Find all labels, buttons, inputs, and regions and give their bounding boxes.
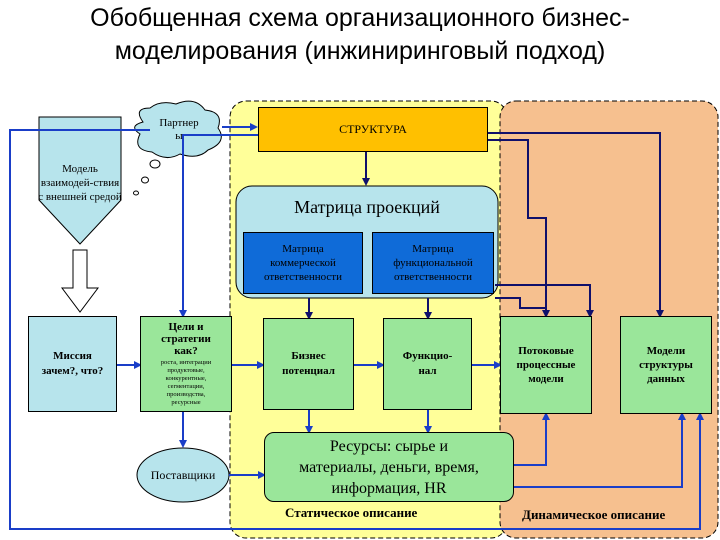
business-line1: Бизнес: [291, 350, 326, 362]
data-models-line3: данных: [647, 373, 685, 385]
model-line1: Модель: [62, 163, 98, 175]
model-interaction-shape: [38, 116, 122, 245]
structure-box[interactable]: СТРУКТУРА: [258, 107, 488, 152]
goals-detail2: продуктовые,: [167, 367, 205, 374]
mission-line1: Миссия: [53, 350, 92, 362]
model-line3: с внешней средой: [38, 191, 122, 203]
arrow-structure-left: [179, 134, 258, 318]
functional-box[interactable]: Функцио- нал: [383, 318, 472, 410]
cloud-bubble: [141, 176, 149, 184]
partners-cloud: [134, 100, 222, 158]
model-interaction-label: Модель взаимодей-ствия с внешней средой: [0, 160, 160, 206]
suppliers-text: Поставщики: [150, 467, 216, 482]
arrow-commercial-process: [495, 284, 594, 318]
projection-matrix-label: Матрица проекций: [236, 192, 498, 222]
hollow-down-arrow: [61, 249, 99, 313]
arrow-functional-process: [495, 297, 546, 309]
matrix-commercial-box[interactable]: Матрица коммерческой ответственности: [243, 232, 363, 294]
arrow-resources-data: [510, 412, 686, 488]
model-line2: взаимодей-ствия: [40, 177, 120, 189]
partners-label: Партнер ы: [148, 110, 210, 150]
goals-line1: Цели и: [168, 321, 204, 333]
loop-arrow-left: [9, 129, 704, 530]
goals-detail4: сегментации,: [167, 383, 205, 390]
mission-line2: зачем?, что?: [41, 365, 104, 377]
matrix-functional-box[interactable]: Матрица функциональной ответственности: [372, 232, 494, 294]
goals-detail3: конкурентные,: [165, 375, 207, 382]
arrow-structure-data: [488, 132, 664, 318]
matrix-commercial-line2: коммерческой: [270, 257, 336, 269]
goals-box[interactable]: Цели и стратегии как? роста, интеграции …: [140, 316, 232, 412]
resources-line3: информация, HR: [331, 479, 447, 497]
matrix-commercial-line3: ответственности: [264, 271, 342, 283]
static-description-label: Статическое описание: [285, 505, 418, 520]
arrow-resources-process: [514, 412, 550, 466]
projection-matrix-text: Матрица проекций: [294, 196, 440, 217]
resources-box[interactable]: Ресурсы: сырье и материалы, деньги, врем…: [264, 432, 514, 502]
structure-label: СТРУКТУРА: [339, 122, 407, 136]
functional-line1: Функцио-: [402, 350, 453, 362]
business-potential-box[interactable]: Бизнес потенциал: [263, 318, 354, 410]
goals-line3: как?: [174, 345, 198, 357]
matrix-functional-line3: ответственности: [394, 271, 472, 283]
goals-detail5: производства,: [166, 391, 206, 398]
dynamic-area: [499, 100, 719, 539]
mission-box[interactable]: Миссия зачем?, что?: [28, 316, 117, 412]
dynamic-description-label: Динамическое описание: [522, 507, 666, 522]
goals-detail6: ресурсные: [171, 399, 201, 406]
cloud-bubble: [149, 159, 161, 169]
data-models-box[interactable]: Модели структуры данных: [620, 316, 712, 414]
functional-line2: нал: [418, 365, 437, 377]
page-title-line1: Обобщенная схема организационного бизнес…: [90, 4, 630, 32]
process-models-box[interactable]: Потоковые процессные модели: [500, 316, 592, 414]
matrix-commercial-line1: Матрица: [282, 243, 324, 255]
suppliers-label[interactable]: Поставщики: [137, 462, 229, 488]
matrix-functional-line1: Матрица: [412, 243, 454, 255]
arrow-structure-process: [488, 139, 550, 318]
page-title: Обобщенная схема организационного бизнес…: [0, 2, 720, 68]
cloud-bubble: [133, 190, 139, 196]
goals-detail1: роста, интеграции: [160, 359, 212, 366]
partners-line1: Партнер: [159, 117, 199, 129]
page-title-line2: моделирования (инжиниринговый подход): [114, 37, 606, 65]
process-line1: Потоковые: [518, 345, 574, 357]
resources-line2: материалы, деньги, время,: [299, 458, 479, 476]
data-models-line1: Модели: [646, 345, 686, 357]
data-models-line2: структуры: [639, 359, 693, 371]
resources-line1: Ресурсы: сырье и: [329, 437, 449, 455]
goals-line2: стратегии: [161, 333, 211, 345]
process-line2: процессные: [516, 359, 576, 371]
process-line3: модели: [528, 373, 564, 385]
matrix-functional-line2: функциональной: [393, 257, 473, 269]
business-line2: потенциал: [282, 365, 335, 377]
partners-line2: ы: [175, 130, 183, 142]
